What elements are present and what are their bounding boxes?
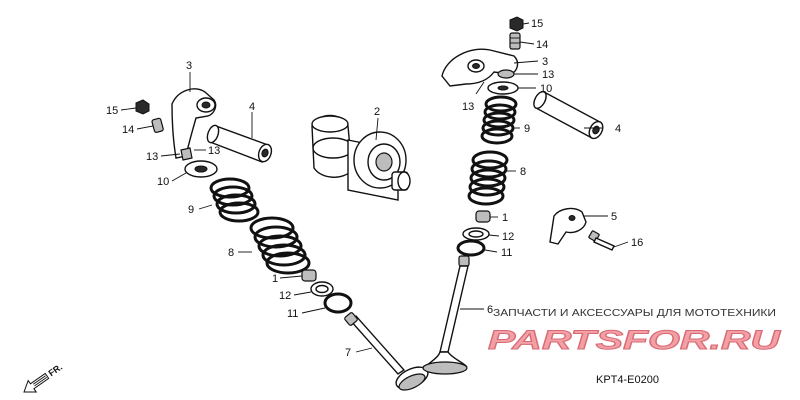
callout-5: 5 [611, 211, 617, 223]
callout-12-left: 12 [279, 290, 291, 302]
callout-10-right: 10 [540, 83, 552, 95]
front-direction-arrow: FR. [23, 362, 65, 393]
callout-9-left: 9 [188, 204, 194, 216]
callout-15-right: 15 [531, 18, 543, 30]
valve-spring-8-right [467, 150, 509, 206]
nut-15-right [509, 16, 524, 32]
bolt-16 [588, 230, 615, 251]
callout-16: 16 [631, 237, 643, 249]
camshaft-2 [311, 114, 411, 201]
callout-13-left-a: 13 [146, 151, 158, 163]
callout-15-left: 15 [106, 105, 118, 117]
callout-4-right: 4 [615, 123, 621, 135]
stem-seal-1-right [475, 210, 491, 223]
callout-8-left: 8 [228, 247, 234, 259]
callout-9-right: 9 [524, 123, 530, 135]
shop-watermark: ЗАПЧАСТИ И АКСЕССУАРЫ ДЛЯ МОТОТЕХНИКИ PA… [488, 307, 783, 356]
callout-8-right: 8 [520, 166, 526, 178]
callout-11-right: 11 [501, 247, 512, 259]
adjust-screw-14-left [151, 117, 164, 133]
spring-retainer-10-left [184, 160, 218, 178]
cotter-13-left [180, 147, 193, 161]
valve-spring-9-right [480, 95, 518, 145]
spring-retainer-10-right [487, 81, 519, 95]
ring-11-right [456, 239, 486, 257]
callout-4-left: 4 [249, 101, 255, 113]
stem-seal-1-left [301, 269, 317, 282]
callout-3-left: 3 [186, 60, 192, 72]
part-5 [549, 207, 587, 245]
callout-3-right: 3 [542, 56, 548, 68]
callout-7: 7 [345, 347, 351, 359]
valve-spring-9-left [209, 177, 260, 223]
callout-14-left: 14 [122, 124, 134, 136]
spring-seat-12-left [310, 281, 334, 297]
watermark-brand: PARTSFOR.RU [488, 325, 782, 355]
callout-11-left: 11 [287, 308, 298, 320]
callout-2: 2 [374, 106, 380, 118]
callout-12-right: 12 [502, 231, 514, 243]
leader-lines [120, 22, 629, 353]
callout-13-right-a: 13 [542, 69, 554, 81]
callouts: 3 4 2 15 14 13 13 10 9 8 1 12 11 7 15 14… [106, 18, 643, 359]
rocker-shaft-4-right [533, 91, 604, 140]
valve-7 [344, 312, 429, 391]
rocker-arm-3-left [171, 88, 217, 159]
callout-13-right-b: 13 [462, 101, 474, 113]
rocker-arm-3-right [441, 48, 519, 87]
callout-13-left-b: 13 [208, 145, 220, 157]
callout-1-right: 1 [502, 212, 508, 224]
callout-14-right: 14 [536, 39, 548, 51]
cotter-13-right [497, 69, 515, 79]
spring-seat-12-right [462, 227, 490, 241]
valve-spring-8-left [249, 216, 311, 275]
valve-6 [422, 255, 470, 375]
adjust-screw-14-right [509, 32, 521, 50]
nut-15-left [135, 99, 150, 115]
callout-1-left: 1 [272, 273, 278, 285]
callout-10-left: 10 [157, 176, 169, 188]
ring-11-left [323, 292, 353, 314]
diagram-code: KPT4-E0200 [596, 374, 659, 386]
front-label: FR. [47, 362, 65, 379]
rocker-shaft-4-left [206, 124, 273, 163]
watermark-tagline: ЗАПЧАСТИ И АКСЕССУАРЫ ДЛЯ МОТОТЕХНИКИ [493, 307, 776, 319]
callout-6: 6 [487, 304, 493, 316]
